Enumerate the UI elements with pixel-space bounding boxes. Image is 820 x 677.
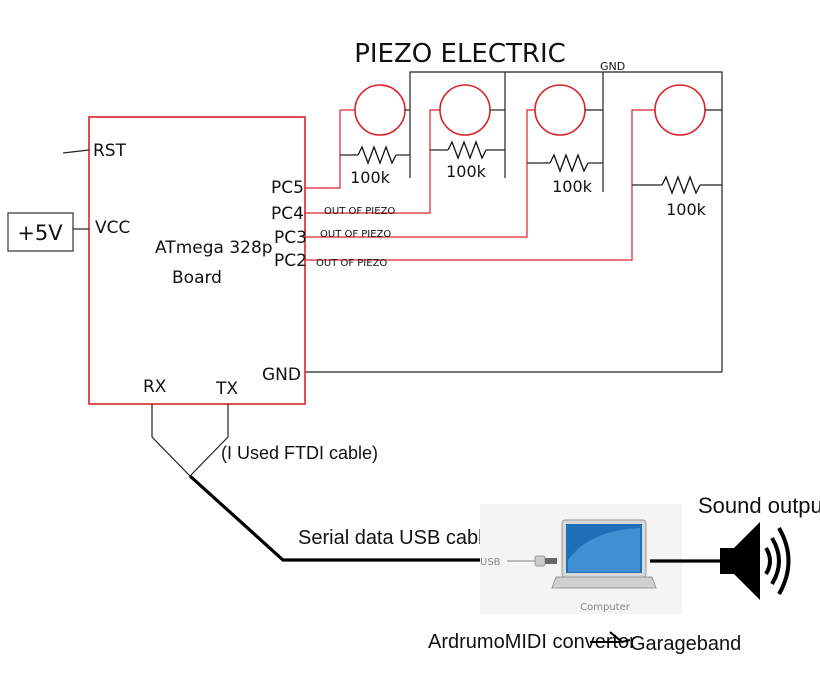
piezo-disc-1 — [354, 84, 406, 136]
pc4-out-label: OUT OF PIEZO — [324, 206, 395, 217]
power-box — [7, 212, 74, 252]
pin-vcc: VCC — [95, 218, 130, 238]
piezo-disc-3 — [534, 84, 586, 136]
computer-panel: USB Computer — [480, 504, 682, 614]
signal-wires: OUT OF PIEZO OUT OF PIEZO OUT OF PIEZO — [305, 150, 722, 373]
resistor-4-value: 100k — [666, 200, 707, 219]
pin-pc4: PC4 — [271, 204, 304, 224]
board-name-line1: ATmega 328p — [155, 238, 273, 258]
diagram-title: PIEZO ELECTRIC — [354, 39, 566, 69]
resistor-4 — [661, 175, 701, 195]
pc2-out-label: OUT OF PIEZO — [316, 258, 387, 269]
piezo-2: 100k — [429, 84, 506, 181]
resistor-2-value: 100k — [446, 162, 487, 181]
resistor-3-value: 100k — [552, 177, 593, 196]
usb-cable-line — [188, 474, 487, 562]
piezo-disc-2 — [439, 84, 491, 136]
flow-target: Garageband — [630, 633, 741, 655]
sound-output-label: Sound output — [698, 493, 820, 518]
board-name-line2: Board — [172, 268, 222, 288]
resistor-2 — [447, 140, 487, 160]
rst-wire — [62, 149, 90, 154]
ftdi-cable: (I Used FTDI cable) Serial data USB cabl… — [151, 404, 494, 562]
atmega-board: ATmega 328p Board RST VCC PC5 PC4 PC3 PC… — [88, 116, 307, 405]
computer-label: Computer — [580, 602, 631, 613]
piezo-1: 100k — [339, 84, 411, 187]
pin-gnd: GND — [262, 365, 301, 385]
pin-rst: RST — [93, 141, 127, 161]
software-flow: ArdrumoMIDI convertor Garageband — [428, 631, 741, 655]
piezo-4: 100k — [631, 84, 723, 372]
resistor-3 — [549, 153, 589, 173]
piezo-3: 100k — [526, 84, 604, 196]
piezo-disc-4 — [654, 84, 706, 136]
speaker-sound-icon — [720, 522, 791, 600]
power-supply: +5V — [7, 212, 89, 252]
usb-cable-label: Serial data USB cable — [298, 527, 494, 549]
pin-pc2: PC2 — [274, 251, 307, 271]
board-outline — [88, 116, 306, 405]
resistor-1-value: 100k — [350, 168, 391, 187]
usb-plug-icon — [507, 555, 557, 567]
gnd-bus: GND — [409, 60, 723, 185]
pc3-out-label: OUT OF PIEZO — [320, 229, 391, 240]
flow-source: ArdrumoMIDI convertor — [428, 631, 636, 653]
pin-rx: RX — [143, 377, 167, 397]
usb-plug-label: USB — [480, 557, 501, 568]
pin-tx: TX — [215, 379, 238, 399]
pin-pc5: PC5 — [271, 178, 304, 198]
resistor-1 — [357, 145, 397, 165]
power-label: +5V — [17, 221, 63, 245]
ftdi-note: (I Used FTDI cable) — [221, 443, 378, 463]
gnd-bus-label: GND — [600, 60, 625, 73]
laptop-icon — [551, 519, 657, 589]
pin-pc3: PC3 — [274, 228, 307, 248]
